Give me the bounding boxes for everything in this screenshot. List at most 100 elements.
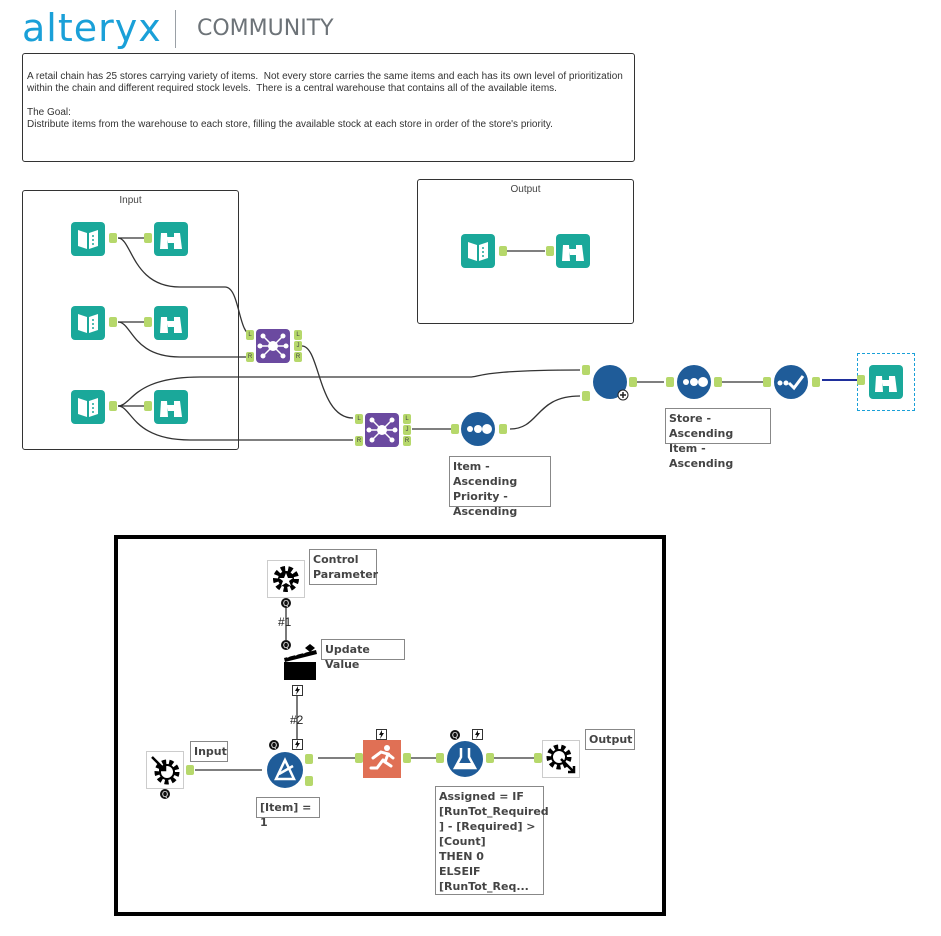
input-anchor[interactable] bbox=[857, 375, 865, 385]
description-paragraph: A retail chain has 25 stores carrying va… bbox=[27, 71, 626, 94]
output-anchor[interactable] bbox=[499, 424, 507, 434]
lightning-anchor-icon[interactable] bbox=[376, 729, 387, 743]
join-2[interactable] bbox=[364, 412, 400, 448]
input-anchor[interactable] bbox=[763, 377, 771, 387]
output-anchor[interactable] bbox=[109, 317, 117, 327]
browse-icon bbox=[154, 306, 188, 340]
join-2-l-out-anchor[interactable]: L bbox=[403, 414, 411, 424]
goal-text: Distribute items from the warehouse to e… bbox=[27, 119, 553, 130]
logo-divider bbox=[175, 10, 176, 48]
join-1-right-anchor[interactable]: R bbox=[246, 352, 254, 362]
macro-input-label: Input bbox=[190, 741, 228, 762]
lightning-anchor-icon[interactable] bbox=[292, 739, 303, 753]
browse-final-selected[interactable] bbox=[857, 353, 915, 411]
annotation-line: Assigned = IF bbox=[439, 790, 524, 803]
q-anchor-icon[interactable]: Q bbox=[449, 729, 461, 744]
join-2-r-out-anchor[interactable]: R bbox=[403, 436, 411, 446]
svg-text:Q: Q bbox=[283, 599, 289, 608]
annotation-line: Item - Ascending bbox=[453, 460, 518, 488]
formula-tool[interactable] bbox=[446, 740, 484, 778]
output-anchor[interactable] bbox=[486, 753, 494, 763]
input-anchor[interactable] bbox=[144, 233, 152, 243]
sort-1[interactable] bbox=[460, 411, 496, 447]
browse-output[interactable] bbox=[555, 233, 591, 269]
input-anchor[interactable] bbox=[144, 401, 152, 411]
formula-icon bbox=[447, 741, 483, 777]
lightning-anchor-icon[interactable] bbox=[472, 729, 483, 743]
input-anchor[interactable] bbox=[451, 424, 459, 434]
description-comment[interactable]: A retail chain has 25 stores carrying va… bbox=[22, 53, 635, 162]
svg-text:Q: Q bbox=[271, 741, 277, 750]
output-anchor[interactable] bbox=[186, 765, 194, 775]
filter-false-anchor[interactable] bbox=[305, 776, 313, 786]
output-anchor[interactable] bbox=[109, 233, 117, 243]
detour-icon bbox=[363, 740, 401, 778]
join-1-r-out-anchor[interactable]: R bbox=[294, 352, 302, 362]
goal-title: The Goal: bbox=[27, 107, 71, 118]
input-anchor[interactable] bbox=[534, 753, 542, 763]
input-data-icon bbox=[71, 306, 105, 340]
input-data-1[interactable] bbox=[70, 221, 106, 257]
join-2-right-anchor[interactable]: R bbox=[355, 436, 363, 446]
output-anchor[interactable] bbox=[109, 401, 117, 411]
action-icon bbox=[284, 644, 317, 680]
control-parameter-tool[interactable] bbox=[267, 560, 305, 598]
alteryx-logo[interactable]: alteryx bbox=[22, 6, 162, 50]
input-container[interactable]: Input bbox=[22, 190, 239, 450]
q-anchor-icon[interactable]: Q bbox=[280, 597, 292, 612]
filter-tool[interactable] bbox=[266, 751, 304, 789]
input-data-2[interactable] bbox=[70, 305, 106, 341]
macro-input-icon bbox=[146, 751, 184, 789]
filter-true-anchor[interactable] bbox=[305, 754, 313, 764]
output-container[interactable]: Output bbox=[417, 179, 634, 324]
output-anchor[interactable] bbox=[812, 377, 820, 387]
input-data-output[interactable] bbox=[460, 233, 496, 269]
output-anchor[interactable] bbox=[714, 377, 722, 387]
community-label[interactable]: COMMUNITY bbox=[197, 16, 334, 41]
sort-2[interactable] bbox=[676, 364, 712, 400]
action-tool[interactable] bbox=[282, 640, 320, 682]
join-1-l-out-anchor[interactable]: L bbox=[294, 330, 302, 340]
browse-2[interactable] bbox=[153, 305, 189, 341]
detour-tool[interactable] bbox=[363, 740, 401, 778]
join-1[interactable] bbox=[255, 328, 291, 364]
input-anchor[interactable] bbox=[436, 753, 444, 763]
input-anchor[interactable] bbox=[355, 753, 363, 763]
union-input-anchor[interactable] bbox=[582, 391, 590, 401]
output-anchor[interactable] bbox=[499, 246, 507, 256]
annotation-line: [Count] bbox=[439, 835, 486, 848]
input-anchor[interactable] bbox=[144, 317, 152, 327]
union-input-anchor[interactable] bbox=[582, 365, 590, 375]
running-total-icon bbox=[774, 365, 808, 399]
update-value-label: Update Value bbox=[321, 639, 405, 671]
lightning-anchor-icon[interactable] bbox=[292, 685, 303, 699]
annotation-line: ELSEIF bbox=[439, 865, 481, 878]
macro-output-icon bbox=[542, 740, 580, 778]
browse-1[interactable] bbox=[153, 221, 189, 257]
join-1-left-anchor[interactable]: L bbox=[246, 330, 254, 340]
running-total-macro[interactable] bbox=[773, 364, 809, 400]
browse-icon bbox=[869, 365, 903, 399]
join-2-j-out-anchor[interactable]: J bbox=[403, 425, 411, 435]
input-anchor[interactable] bbox=[666, 377, 674, 387]
q-anchor-icon[interactable]: Q bbox=[280, 639, 292, 654]
q-anchor-icon[interactable]: Q bbox=[268, 739, 280, 754]
output-anchor[interactable] bbox=[629, 377, 637, 387]
join-1-j-out-anchor[interactable]: J bbox=[294, 341, 302, 351]
annotation-line: Ascending bbox=[453, 505, 518, 518]
macro-output-tool[interactable] bbox=[542, 740, 580, 778]
union[interactable] bbox=[592, 364, 629, 401]
svg-text:Q: Q bbox=[452, 731, 458, 740]
input-anchor[interactable] bbox=[546, 246, 554, 256]
join-icon bbox=[365, 413, 399, 447]
join-2-left-anchor[interactable]: L bbox=[355, 414, 363, 424]
q-anchor-icon[interactable]: Q bbox=[159, 788, 171, 803]
browse-3[interactable] bbox=[153, 389, 189, 425]
output-anchor[interactable] bbox=[403, 753, 411, 763]
input-data-icon bbox=[461, 234, 495, 268]
control-parameter-label: Control Parameter bbox=[309, 549, 378, 585]
connection-label-1: #1 bbox=[278, 615, 292, 629]
input-data-3[interactable] bbox=[70, 389, 106, 425]
macro-input-tool[interactable] bbox=[146, 751, 184, 789]
annotation-line: THEN 0 bbox=[439, 850, 484, 863]
